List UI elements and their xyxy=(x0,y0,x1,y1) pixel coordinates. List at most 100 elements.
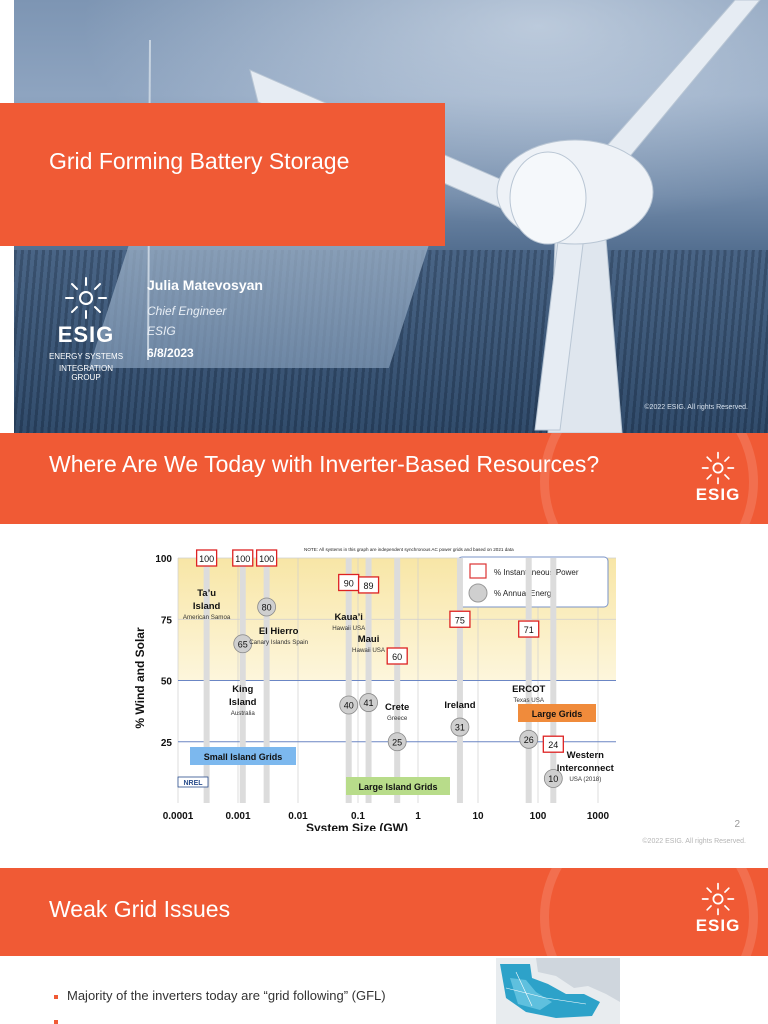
instantaneous-value: 75 xyxy=(455,615,465,625)
source-logo-box xyxy=(177,776,209,788)
grid-map-image xyxy=(496,958,620,1024)
esig-logo: ESIG ENERGY SYSTEMS INTEGRATION GROUP xyxy=(44,276,128,382)
system-column xyxy=(263,558,270,803)
title-slide: Grid Forming Battery Storage ESIG xyxy=(0,0,768,433)
bullet-text: Majority of the inverters today are “gri… xyxy=(67,988,386,1003)
system-name-line: Island xyxy=(229,697,257,708)
system-column xyxy=(345,558,352,803)
annual-value: 80 xyxy=(262,603,272,613)
copyright-text: ©2022 ESIG. All rights Reserved. xyxy=(642,838,746,845)
instantaneous-value: 100 xyxy=(199,554,214,564)
annual-value: 65 xyxy=(238,639,248,649)
map-illustration xyxy=(496,958,620,1024)
system-column xyxy=(239,558,246,803)
x-tick-label: 0.01 xyxy=(288,811,308,822)
instantaneous-marker xyxy=(357,576,380,594)
instantaneous-value: 100 xyxy=(235,554,250,564)
system-subtitle: American Samoa xyxy=(183,614,231,621)
legend-annual-swatch xyxy=(468,583,488,603)
region-small-island-label: Small Island Grids xyxy=(204,752,283,762)
system-name: Kaua’i xyxy=(334,612,363,623)
instantaneous-value: 100 xyxy=(259,554,274,564)
x-tick-label: 1 xyxy=(415,811,421,822)
instantaneous-marker xyxy=(255,549,278,567)
annual-marker xyxy=(257,597,277,617)
region-large-island-box xyxy=(346,777,450,795)
title-box: Grid Forming Battery Storage xyxy=(0,103,445,246)
esig-logo: ESIG xyxy=(690,882,746,936)
sun-logo-icon xyxy=(65,277,107,319)
slide-heading: Weak Grid Issues xyxy=(49,896,231,922)
annual-marker xyxy=(543,769,563,788)
annual-value: 25 xyxy=(392,737,402,747)
system-name: Crete xyxy=(385,702,409,713)
y-axis-label: % Wind and Solar xyxy=(133,627,147,729)
system-name: Ireland xyxy=(444,700,475,711)
system-subtitle: USA (2018) xyxy=(569,776,601,783)
annual-marker xyxy=(233,634,253,654)
bullet-marker xyxy=(54,1019,58,1024)
instantaneous-marker xyxy=(195,549,218,567)
system-subtitle: Greece xyxy=(387,715,408,722)
legend-annual-label: % Annual Energy xyxy=(494,589,555,598)
annual-marker xyxy=(387,732,407,752)
system-column xyxy=(394,558,401,803)
page-number: 2 xyxy=(734,819,740,830)
esig-logo: ESIG xyxy=(690,451,746,505)
annual-value: 40 xyxy=(344,701,354,711)
x-tick-label: 10 xyxy=(472,811,484,822)
instantaneous-value: 89 xyxy=(364,581,374,591)
x-axis-label: System Size (GW) xyxy=(306,821,408,831)
logo-wordmark: ESIG xyxy=(695,916,741,935)
slide-header-band: Where Are We Today with Inverter-Based R… xyxy=(0,433,768,591)
legend-instantaneous-swatch xyxy=(469,563,487,579)
system-column xyxy=(525,558,532,803)
presentation-date: 6/8/2023 xyxy=(147,346,194,360)
y-tick-label: 25 xyxy=(161,738,173,749)
instantaneous-marker xyxy=(542,735,564,753)
instantaneous-marker xyxy=(449,610,471,628)
slide-header-band: Weak Grid Issues ESIG xyxy=(0,866,768,1024)
annual-value: 10 xyxy=(548,774,558,784)
y-tick-label: 100 xyxy=(155,554,172,565)
annual-marker xyxy=(359,693,378,712)
instantaneous-value: 24 xyxy=(548,740,558,750)
system-subtitle: Hawaii USA xyxy=(332,625,366,632)
region-large-island-label: Large Island Grids xyxy=(358,782,437,792)
x-tick-label: 1000 xyxy=(587,811,610,822)
decorative-arc xyxy=(540,433,758,591)
logo-wordmark: ESIG xyxy=(695,485,741,504)
y-tick-label: 75 xyxy=(161,615,173,626)
system-name-line: Western xyxy=(567,750,605,761)
system-column xyxy=(365,558,372,803)
system-name: ERCOT xyxy=(512,684,545,695)
annual-value: 26 xyxy=(524,735,534,745)
x-tick-label: 100 xyxy=(530,811,547,822)
system-name: Maui xyxy=(358,634,380,645)
system-name-line: Ta’u xyxy=(197,588,216,599)
annual-value: 31 xyxy=(455,723,465,733)
system-column xyxy=(456,558,463,803)
annual-value: 41 xyxy=(364,698,374,708)
system-name: El Hierro xyxy=(259,626,299,637)
logo-subtitle-2: INTEGRATION GROUP xyxy=(58,364,114,382)
system-column xyxy=(203,558,210,803)
annual-marker xyxy=(450,717,470,737)
system-subtitle: Canary Islands Spain xyxy=(249,639,308,646)
instantaneous-value: 71 xyxy=(524,625,534,635)
region-small-island-box xyxy=(190,747,296,765)
bullet-item: Majority of the inverters today are “gri… xyxy=(54,988,386,1003)
presenter-org: ESIG xyxy=(147,324,176,338)
bullet-item xyxy=(54,1013,67,1024)
system-column xyxy=(550,558,557,803)
x-tick-label: 0.1 xyxy=(351,811,365,822)
presenter-role: Chief Engineer xyxy=(147,304,227,318)
annual-marker xyxy=(519,729,539,749)
inverter-resources-slide: Where Are We Today with Inverter-Based R… xyxy=(0,433,768,865)
decorative-arc xyxy=(540,866,758,1024)
instantaneous-marker xyxy=(232,549,254,567)
system-subtitle: Texas USA xyxy=(513,697,544,704)
